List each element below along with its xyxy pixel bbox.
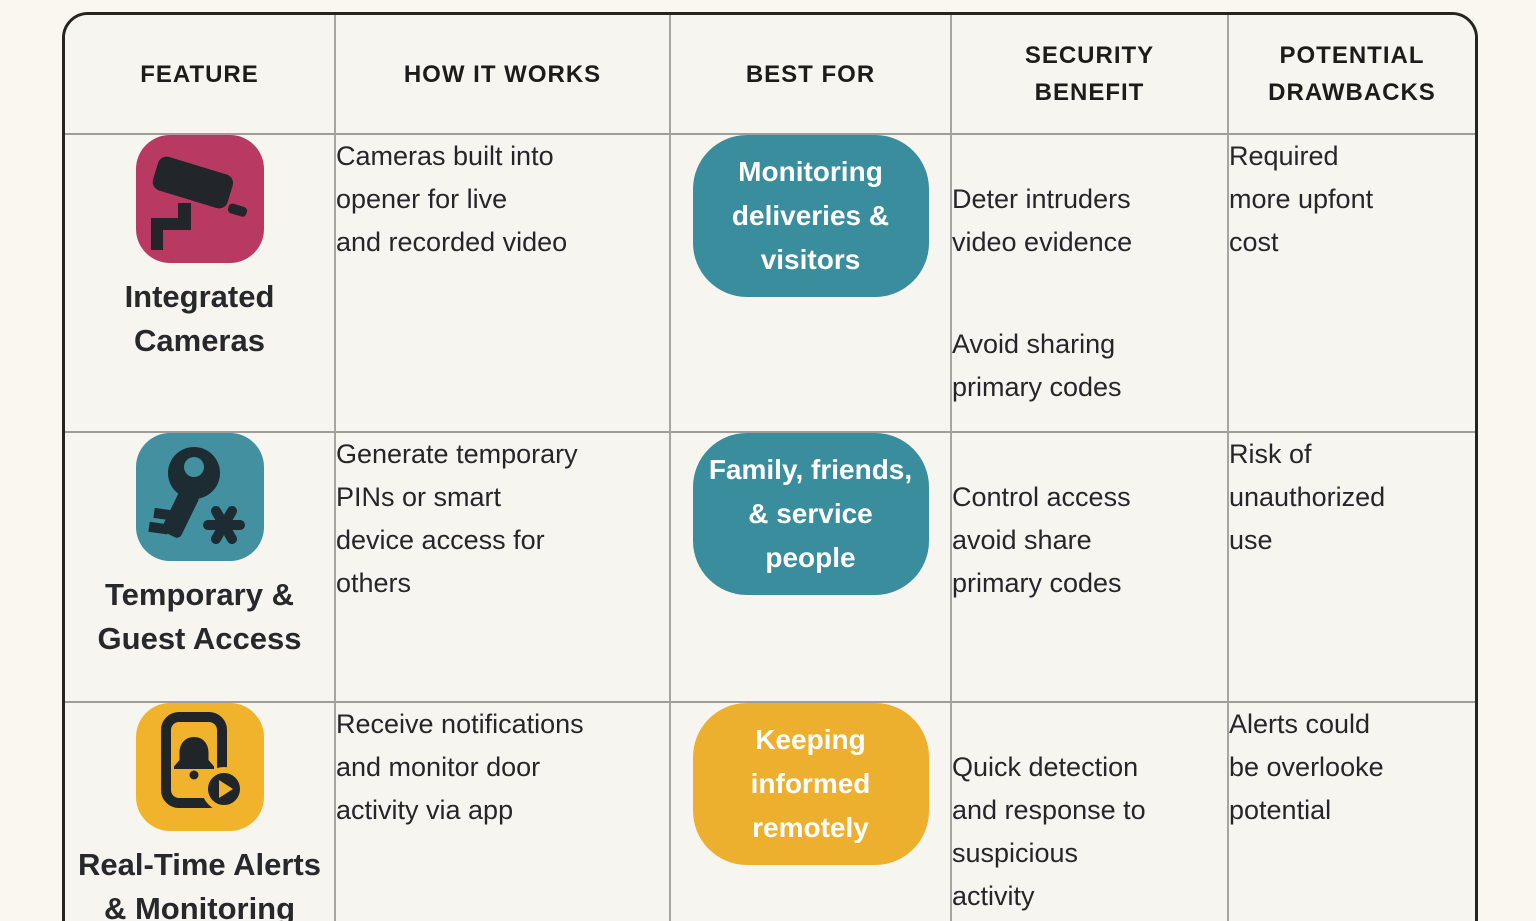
- feature-comparison-table: FEATURE HOW IT WORKS BEST FOR SECURITY B…: [62, 12, 1478, 921]
- security-camera-icon: [135, 135, 264, 263]
- best-for-badge: Keeping informed remotely: [692, 703, 929, 865]
- security-benefit-cell: Quick detection and response to suspicio…: [952, 703, 1229, 921]
- how-it-works-cell: Generate temporary PINs or smart device …: [336, 433, 671, 703]
- how-it-works-cell: Receive notifications and monitor door a…: [336, 703, 671, 921]
- security-benefit-text: Avoid sharing primary codes: [952, 329, 1122, 402]
- potential-drawbacks-cell: Risk of unauthorized use: [1229, 433, 1475, 703]
- column-header-best-for: BEST FOR: [671, 15, 952, 135]
- feature-label: Temporary & Guest Access: [97, 577, 302, 656]
- feature-cell-temporary-guest-access: Temporary & Guest Access: [65, 433, 336, 703]
- feature-cell-real-time-alerts: Real-Time Alerts & Monitoring: [65, 703, 336, 921]
- potential-drawbacks-cell: Alerts could be overlooke potential: [1229, 703, 1475, 921]
- security-benefit-text: Control access avoid share primary codes: [952, 482, 1131, 598]
- security-benefit-text: Deter intruders video evidence: [952, 184, 1133, 257]
- column-header-how-it-works: HOW IT WORKS: [336, 15, 671, 135]
- security-benefit-cell: Control access avoid share primary codes: [952, 433, 1229, 703]
- best-for-badge: Family, friends, & service people: [692, 433, 929, 595]
- security-benefit-cell: Deter intruders video evidence Avoid sha…: [952, 135, 1229, 433]
- column-header-potential-drawbacks: POTENTIAL DRAWBACKS: [1229, 15, 1475, 135]
- best-for-badge: Monitoring deliveries & visitors: [692, 135, 929, 297]
- best-for-cell: Keeping informed remotely: [671, 703, 952, 921]
- column-header-security-benefit: SECURITY BENEFIT: [952, 15, 1229, 135]
- best-for-cell: Monitoring deliveries & visitors: [671, 135, 952, 433]
- best-for-cell: Family, friends, & service people: [671, 433, 952, 703]
- column-header-feature: FEATURE: [65, 15, 336, 135]
- key-pin-icon: [135, 433, 264, 561]
- feature-label: Integrated Cameras: [124, 279, 275, 358]
- feature-label: Real-Time Alerts & Monitoring: [78, 847, 321, 921]
- how-it-works-cell: Cameras built into opener for live and r…: [336, 135, 671, 433]
- potential-drawbacks-cell: Required more upfont cost: [1229, 135, 1475, 433]
- phone-alert-icon: [135, 703, 264, 831]
- feature-cell-integrated-cameras: Integrated Cameras: [65, 135, 336, 433]
- security-benefit-text: Quick detection and response to suspicio…: [952, 752, 1146, 911]
